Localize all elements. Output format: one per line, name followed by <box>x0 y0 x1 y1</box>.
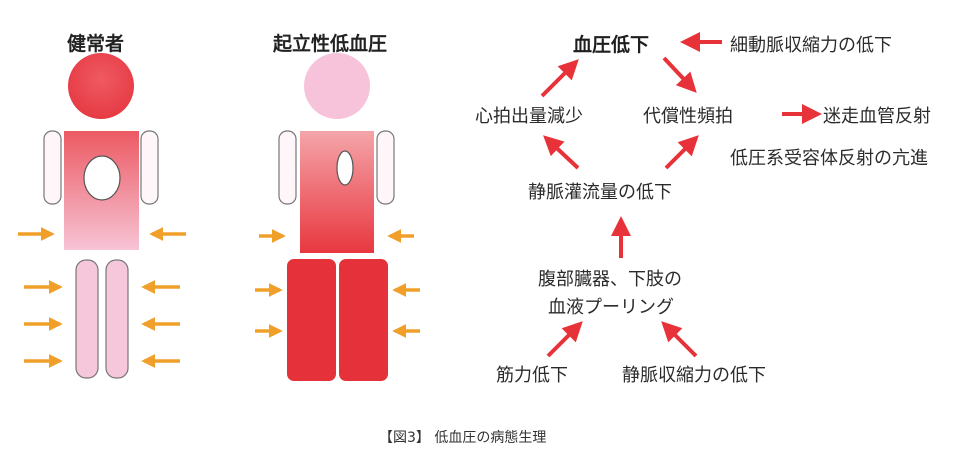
node-pooling-line1: 腹部臓器、下肢の <box>538 269 682 290</box>
hypotension-torso <box>300 131 374 253</box>
node-muscle-weakness: 筋力低下 <box>496 365 568 386</box>
hypotension-title: 起立性低血圧 <box>273 33 388 55</box>
node-vagal-reflex: 迷走血管反射 <box>823 106 931 127</box>
healthy-left-arm <box>43 130 62 205</box>
arrow-venous-return-to-cardiac-output <box>543 135 580 170</box>
healthy-right-leg <box>105 259 129 379</box>
flow-arrows <box>540 32 822 358</box>
healthy-pressure-arrows <box>18 227 186 368</box>
node-venous-return: 静脈灌流量の低下 <box>528 182 672 203</box>
node-reduced-contraction: 細動脈収縮力の低下 <box>730 35 892 56</box>
hypotension-pressure-arrows <box>255 229 420 338</box>
hypotension-left-leg <box>287 259 336 381</box>
healthy-figure <box>43 53 159 379</box>
node-pooling-line2: 血液プーリング <box>548 297 674 318</box>
arrow-muscle-to-pooling <box>546 321 583 358</box>
arrow-hypotension-to-tachycardia <box>662 56 697 93</box>
healthy-head <box>68 53 134 119</box>
arrow-venous-contraction-to-pooling <box>661 321 698 358</box>
healthy-heart <box>83 155 121 201</box>
hypotension-left-arm <box>278 130 297 205</box>
hypotension-head <box>304 53 370 119</box>
hypotension-right-leg <box>339 259 388 381</box>
healthy-title: 健常者 <box>67 33 125 55</box>
hypotension-figure <box>278 53 395 381</box>
hypotension-heart <box>336 150 354 186</box>
arrow-venous-return-to-tachycardia <box>664 135 699 170</box>
healthy-right-arm <box>140 130 159 205</box>
hypotension-right-arm <box>376 130 395 205</box>
node-hypotension: 血圧低下 <box>573 34 650 56</box>
arrow-cardiac-output-to-hypotension <box>540 59 579 98</box>
healthy-left-leg <box>75 259 99 379</box>
node-cardiac-output: 心拍出量減少 <box>475 106 583 127</box>
node-tachycardia: 代償性頻拍 <box>643 106 733 127</box>
figure-caption: 【図3】 低血圧の病態生理 <box>379 430 547 446</box>
node-venous-contraction: 静脈収縮力の低下 <box>622 365 766 386</box>
node-baroreceptor-reflex: 低圧系受容体反射の亢進 <box>730 148 928 169</box>
